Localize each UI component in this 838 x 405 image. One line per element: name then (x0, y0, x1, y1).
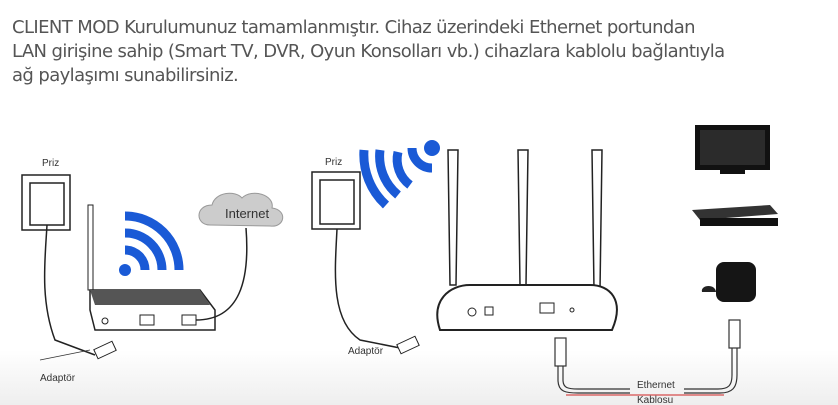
text-line: LAN girişine sahip (Smart TV, DVR, Oyun … (12, 41, 725, 62)
tv-icon (695, 125, 770, 174)
plug-label-right: Priz (325, 157, 342, 168)
text-line: CLIENT MOD Kurulumunuz tamamlanmıştır. C… (12, 17, 696, 38)
wifi-icon-right (359, 140, 440, 209)
cable-label-line1: Ethernet (637, 380, 675, 391)
ethernet-cable (554, 319, 741, 394)
access-point (436, 149, 618, 331)
text-line: ağ paylaşımı sunabilirsiniz. (12, 65, 239, 86)
internet-cloud (198, 192, 284, 227)
wall-plug-left (21, 174, 96, 356)
adapter-label-left: Adaptör (40, 373, 76, 384)
underline (566, 394, 724, 396)
adapter-label-right: Adaptör (348, 346, 384, 357)
adapter-left (93, 340, 117, 360)
wall-plug-right (311, 171, 420, 355)
plug-label-left: Priz (42, 158, 59, 169)
cable-label-line2: Kablosu (637, 395, 673, 405)
wifi-icon-left (119, 211, 184, 276)
internet-label: Internet (225, 206, 269, 221)
modem (87, 204, 216, 331)
setup-complete-text: CLIENT MOD Kurulumunuz tamamlanmıştır. C… (12, 16, 832, 88)
game-console-icon (701, 262, 756, 302)
dvr-icon (692, 205, 778, 226)
